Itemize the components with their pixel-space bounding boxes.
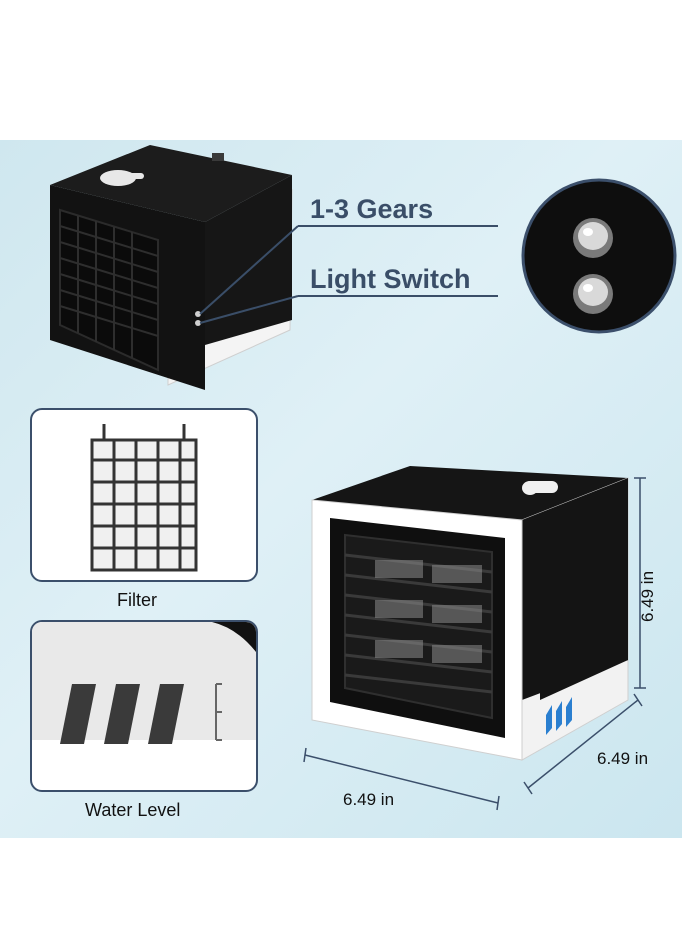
gears-label: 1-3 Gears bbox=[310, 194, 434, 224]
width-dimension-label: 6.49 in bbox=[343, 790, 395, 809]
filter-thumbnail bbox=[30, 408, 258, 582]
water-level-caption: Water Level bbox=[85, 800, 181, 820]
water-level-thumbnail bbox=[30, 620, 258, 792]
light-callout-line bbox=[298, 295, 498, 297]
water-level-icon bbox=[32, 622, 256, 744]
filter-icon bbox=[90, 424, 198, 572]
gears-callout-line bbox=[298, 225, 498, 227]
height-dimension-label: 6.49 in bbox=[638, 570, 657, 622]
filter-caption: Filter bbox=[117, 590, 157, 610]
light-switch-label: Light Switch bbox=[310, 264, 471, 294]
depth-dimension-label: 6.49 in bbox=[597, 749, 649, 768]
